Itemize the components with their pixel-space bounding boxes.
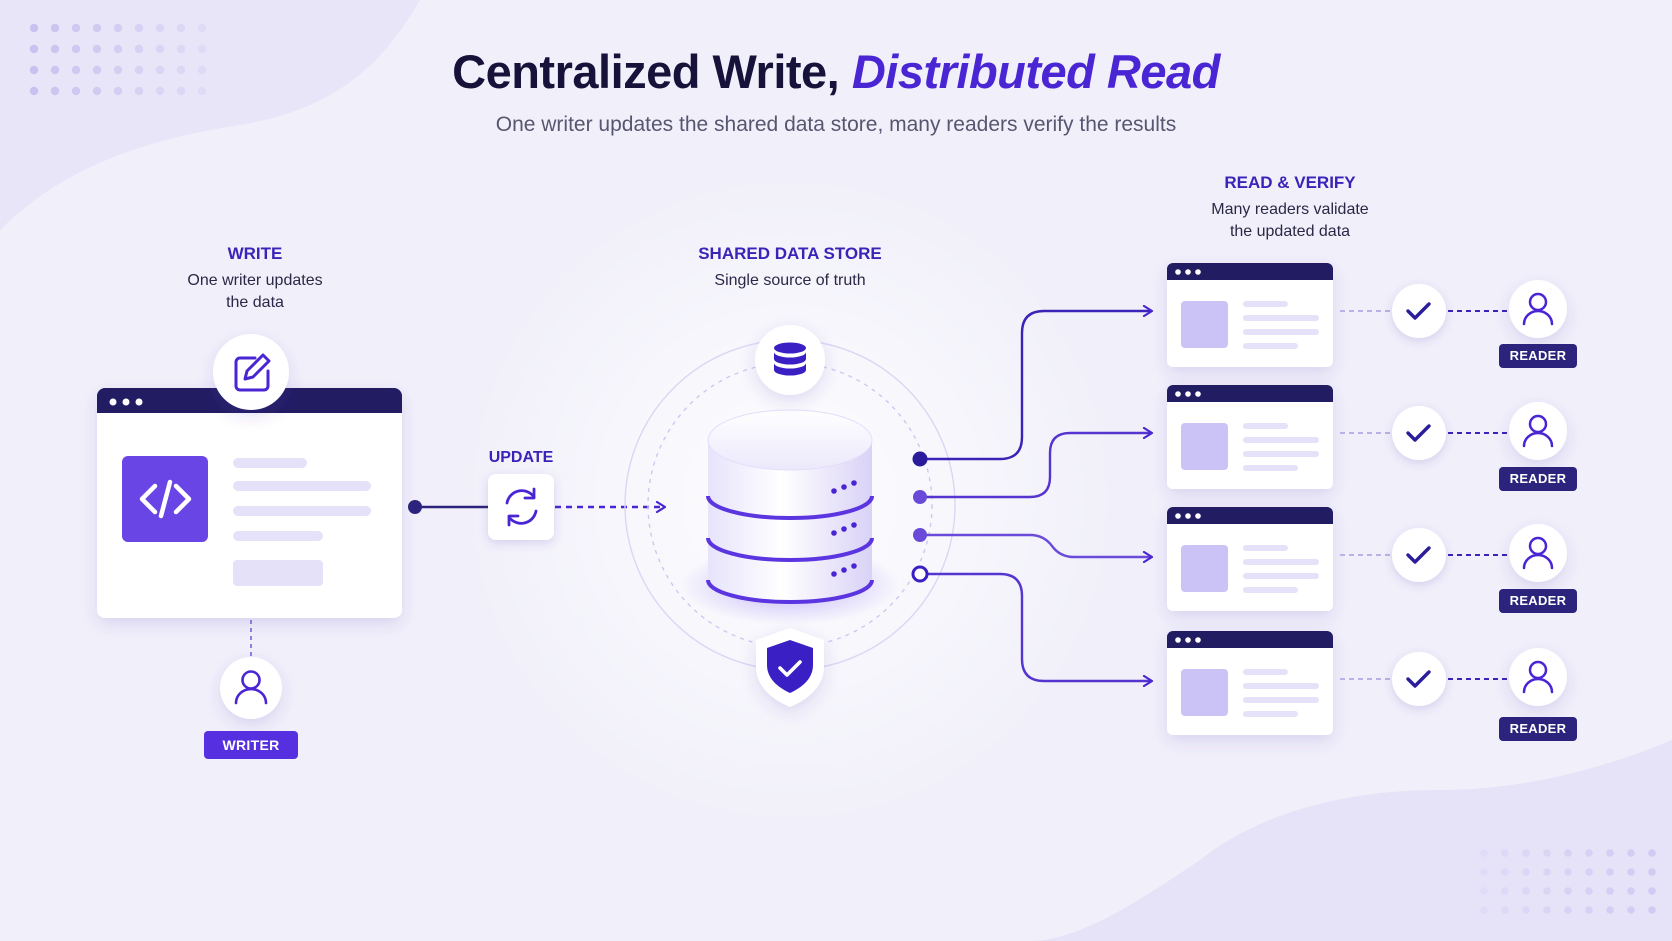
dot-pattern-bottom-right <box>1480 849 1656 914</box>
check-icon <box>1392 652 1446 706</box>
write-description-line2: the data <box>226 294 284 311</box>
user-icon <box>220 657 282 719</box>
image-placeholder <box>1181 301 1228 348</box>
user-icon <box>1509 280 1567 338</box>
page-title: Centralized Write, Distributed Read <box>336 44 1336 99</box>
fan-out-connectors <box>920 311 1152 681</box>
reader-window-titlebar <box>1167 631 1333 648</box>
update-connector <box>408 500 665 514</box>
window-controls <box>109 398 143 406</box>
window-controls <box>1175 391 1201 397</box>
title-main: Centralized Write, <box>452 45 840 98</box>
image-placeholder <box>1181 669 1228 716</box>
reader-row <box>1167 263 1567 367</box>
database-cylinder <box>706 409 874 604</box>
window-controls <box>1175 637 1201 643</box>
check-icon <box>1392 528 1446 582</box>
content-placeholder-lines <box>1243 301 1319 349</box>
reader-window-titlebar <box>1167 385 1333 402</box>
reader-row <box>1167 631 1567 735</box>
reader-badge: READER <box>1499 717 1577 741</box>
reader-window-titlebar <box>1167 507 1333 524</box>
writer-app-window <box>97 388 402 618</box>
reader-badge: READER <box>1499 344 1577 368</box>
reader-row <box>1167 507 1567 611</box>
content-placeholder-lines <box>1243 545 1319 593</box>
image-placeholder <box>1181 545 1228 592</box>
shield-check-icon <box>756 628 824 707</box>
reader-badge: READER <box>1499 467 1577 491</box>
dot-pattern-top-left <box>29 23 207 96</box>
page-subtitle: One writer updates the shared data store… <box>495 113 1177 136</box>
user-icon <box>1509 524 1567 582</box>
read-description-line1: Many readers validate <box>1211 201 1369 218</box>
read-section-title: READ & VERIFY <box>1224 173 1356 192</box>
write-description-line1: One writer updates <box>187 272 323 289</box>
write-section-title: WRITE <box>227 244 283 263</box>
title-accent: Distributed Read <box>851 45 1221 98</box>
reader-row <box>1167 385 1567 489</box>
store-section-title: SHARED DATA STORE <box>698 244 882 263</box>
reader-badge: READER <box>1499 589 1577 613</box>
reader-window-titlebar <box>1167 263 1333 280</box>
content-placeholder-lines <box>1243 423 1319 471</box>
content-placeholder-lines <box>1243 669 1319 717</box>
writer-badge: WRITER <box>204 731 298 759</box>
user-icon <box>1509 648 1567 706</box>
database-icon <box>755 325 825 395</box>
window-controls <box>1175 269 1201 275</box>
store-description: Single source of truth <box>714 272 866 289</box>
image-placeholder <box>1181 423 1228 470</box>
check-icon <box>1392 284 1446 338</box>
user-icon <box>1509 402 1567 460</box>
content-placeholder-lines <box>233 458 371 586</box>
check-icon <box>1392 406 1446 460</box>
window-controls <box>1175 513 1201 519</box>
reader-rows <box>1167 263 1567 735</box>
update-label: UPDATE <box>488 449 554 466</box>
edit-icon <box>213 334 289 410</box>
read-description-line2: the updated data <box>1229 223 1351 240</box>
sync-icon <box>488 474 554 540</box>
code-icon <box>122 456 208 542</box>
connector-endpoints <box>911 451 929 583</box>
